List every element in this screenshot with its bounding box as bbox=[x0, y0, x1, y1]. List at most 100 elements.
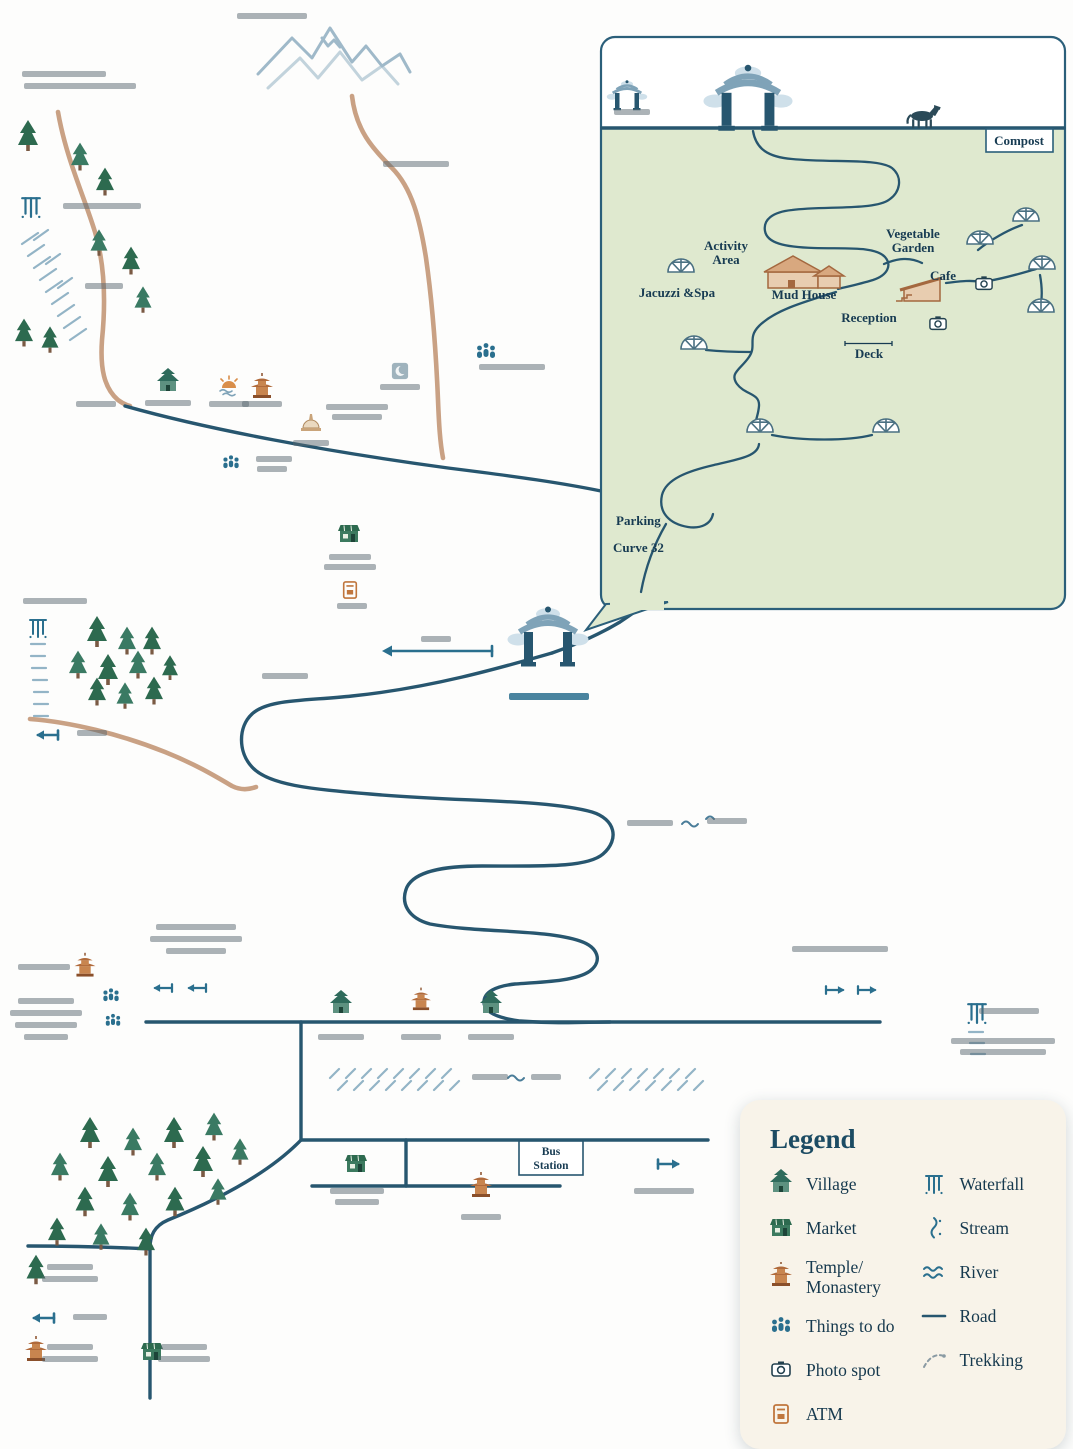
entrance-gate-icon bbox=[508, 607, 589, 667]
mountain-range-sketch bbox=[256, 26, 412, 90]
things-to-do-icon bbox=[223, 455, 239, 469]
legend-item-label: Waterfall bbox=[959, 1173, 1025, 1194]
river-hatching bbox=[20, 228, 987, 1092]
stream-squiggles bbox=[507, 815, 715, 1082]
legend-item-label: Trekking bbox=[959, 1349, 1023, 1370]
market-icon bbox=[337, 524, 361, 543]
parking-label: Parking bbox=[616, 513, 661, 528]
gate-name-label bbox=[509, 693, 589, 700]
village-icon bbox=[766, 1169, 796, 1199]
temple-icon bbox=[766, 1262, 796, 1292]
direction-arrows bbox=[30, 644, 878, 1324]
arrow-left-icon bbox=[152, 982, 174, 994]
village-icon bbox=[330, 990, 352, 1013]
road-icon bbox=[919, 1301, 949, 1331]
temple-icon bbox=[410, 986, 432, 1011]
legend-item-label-line2: Monastery bbox=[806, 1277, 881, 1298]
legend-item-river: River bbox=[919, 1257, 1040, 1287]
trekking-trails bbox=[27, 93, 446, 792]
vegetable-garden-label: Vegetable bbox=[886, 226, 940, 241]
bus-station-label: Bus bbox=[542, 1146, 561, 1158]
legend-item-label: ATM bbox=[806, 1404, 843, 1425]
arrow-left-icon bbox=[30, 1312, 56, 1324]
deck-label: Deck bbox=[855, 346, 884, 361]
legend-right-column: Waterfall Stream River Road Trekking bbox=[919, 1169, 1040, 1429]
cafe-label: Cafe bbox=[930, 268, 956, 283]
deck-bracket bbox=[844, 341, 893, 346]
legend-item-things-to-do: Things to do bbox=[766, 1311, 919, 1341]
arrow-right-icon bbox=[656, 1158, 682, 1170]
legend-panel: Legend Village Market Temple/ Monastery … bbox=[740, 1100, 1066, 1449]
legend-item-label: Temple/ Monastery bbox=[806, 1257, 881, 1297]
things-to-do-icon bbox=[105, 1013, 121, 1026]
legend-item-photo-spot: Photo spot bbox=[766, 1355, 919, 1385]
legend-item-label: River bbox=[959, 1261, 999, 1282]
legend-item-label: Photo spot bbox=[806, 1360, 881, 1381]
legend-left-column: Village Market Temple/ Monastery Things … bbox=[766, 1169, 919, 1429]
inset-paths bbox=[639, 129, 1043, 594]
stupa-icon bbox=[300, 413, 322, 432]
photo-spot-icon bbox=[975, 275, 993, 291]
temple-icon bbox=[469, 1171, 493, 1198]
legend-item-trekking: Trekking bbox=[919, 1345, 1040, 1375]
arrow-left-icon bbox=[34, 729, 60, 741]
bus-station-label2: Station bbox=[533, 1160, 569, 1172]
legend-item-waterfall: Waterfall bbox=[919, 1169, 1040, 1199]
reception-label: Reception bbox=[841, 310, 897, 325]
atm-icon bbox=[766, 1399, 796, 1429]
legend-grid: Village Market Temple/ Monastery Things … bbox=[766, 1169, 1040, 1429]
compost-label: Compost bbox=[994, 133, 1045, 148]
legend-item-stream: Stream bbox=[919, 1213, 1040, 1243]
village-icon bbox=[157, 368, 179, 391]
temple-icon bbox=[73, 952, 97, 978]
arrow-to-gate bbox=[382, 644, 494, 658]
legend-item-label: Market bbox=[806, 1217, 857, 1238]
village-icon bbox=[480, 990, 502, 1013]
moon-icon bbox=[391, 362, 409, 380]
waterfall-icon bbox=[966, 1003, 988, 1026]
arrow-right-icon bbox=[856, 984, 878, 996]
arrow-right-icon bbox=[824, 984, 846, 996]
legend-title: Legend bbox=[770, 1124, 856, 1154]
resort-inset-panel: Compost Activity Area Vegetable Garden J… bbox=[583, 35, 1067, 633]
activity-area-label: Activity bbox=[704, 238, 749, 253]
temple-icon bbox=[250, 372, 274, 399]
legend-item-label: Things to do bbox=[806, 1316, 895, 1337]
compost-box bbox=[985, 128, 1054, 153]
waterfall-icon bbox=[20, 197, 42, 220]
market-icon bbox=[766, 1213, 796, 1243]
market-icon bbox=[344, 1154, 368, 1173]
trekking-icon bbox=[919, 1345, 949, 1375]
mud-house-label: Mud House bbox=[772, 287, 837, 302]
arrow-left-icon bbox=[186, 982, 208, 994]
things-to-do-icon bbox=[103, 988, 119, 1002]
illegible-label bbox=[614, 109, 650, 115]
legend-item-market: Market bbox=[766, 1213, 919, 1243]
waterfall-icon bbox=[919, 1169, 949, 1199]
vegetable-garden-label2: Garden bbox=[892, 240, 935, 255]
stream-icon bbox=[919, 1213, 949, 1243]
jacuzzi-spa-label: Jacuzzi &Spa bbox=[639, 285, 716, 300]
legend-item-temple: Temple/ Monastery bbox=[766, 1257, 919, 1297]
photo-spot-icon bbox=[929, 315, 947, 331]
roads bbox=[26, 404, 882, 1400]
legend-item-label: Stream bbox=[959, 1217, 1010, 1238]
curve-32-label: Curve 32 bbox=[613, 540, 664, 555]
legend-item-village: Village bbox=[766, 1169, 919, 1199]
atm-icon bbox=[342, 581, 358, 599]
sunrise-point-icon bbox=[219, 375, 238, 397]
forest-trees bbox=[15, 120, 249, 1285]
photo-spot-icon bbox=[766, 1355, 796, 1385]
bus-station: Bus Station bbox=[518, 1140, 584, 1176]
illegible-labels bbox=[10, 13, 1055, 1362]
activity-area-label2: Area bbox=[712, 252, 740, 267]
things-to-do-icon bbox=[477, 343, 495, 358]
things-to-do-icon bbox=[766, 1311, 796, 1341]
legend-item-road: Road bbox=[919, 1301, 1040, 1331]
legend-item-label: Village bbox=[806, 1173, 857, 1194]
legend-item-atm: ATM bbox=[766, 1399, 919, 1429]
waterfall-icon bbox=[28, 619, 48, 640]
river-icon bbox=[919, 1257, 949, 1287]
